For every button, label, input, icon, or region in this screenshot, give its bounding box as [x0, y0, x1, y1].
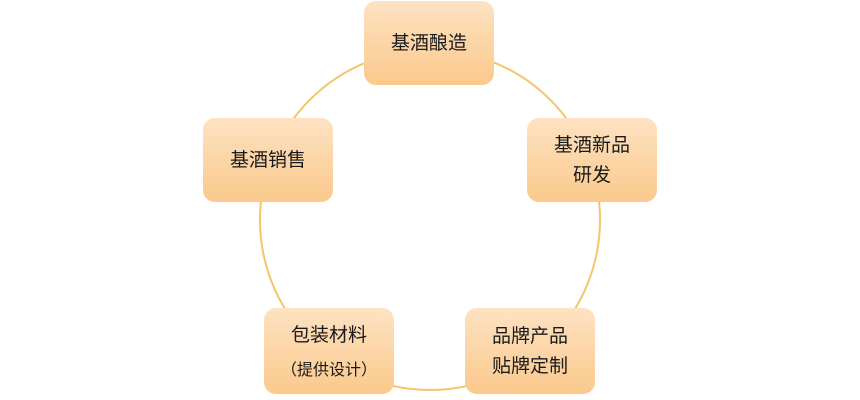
node-label: 基酒酿造 — [390, 31, 467, 54]
node-label-line-1: 基酒新品 — [553, 133, 630, 156]
node-label-line-2: 贴牌定制 — [491, 355, 568, 377]
node-packaging-materials: 包装材料 （提供设计） — [264, 308, 394, 394]
node-base-liquor-new-product-rnd: 基酒新品 研发 — [527, 118, 657, 202]
node-label-line-1: 品牌产品 — [491, 324, 568, 347]
node-sublabel: （提供设计） — [280, 360, 377, 380]
node-brand-product-oem: 品牌产品 贴牌定制 — [465, 308, 595, 394]
node-label-line-2: 研发 — [572, 164, 611, 186]
node-label: 包装材料 — [290, 323, 367, 346]
node-base-liquor-sales: 基酒销售 — [203, 118, 333, 202]
node-label: 基酒销售 — [229, 148, 306, 171]
node-base-liquor-brewing: 基酒酿造 — [364, 1, 494, 85]
